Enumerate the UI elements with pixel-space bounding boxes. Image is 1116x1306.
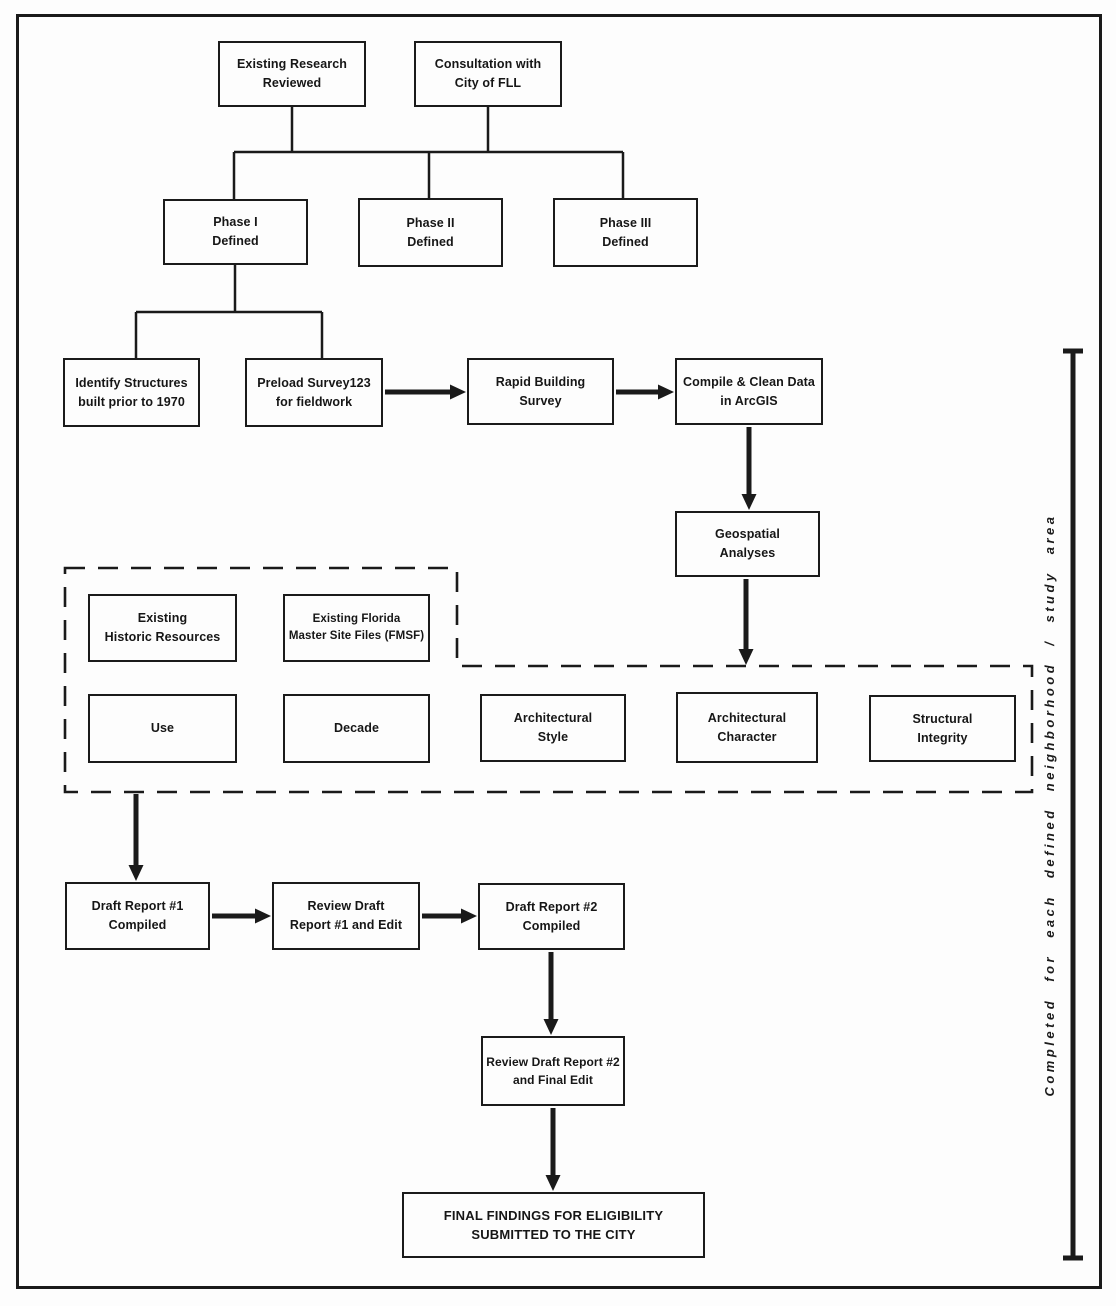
node-existing-historic-resources: Existing Historic Resources [88, 594, 237, 662]
node-rapid-building-survey: Rapid Building Survey [467, 358, 614, 425]
node-identify-structures: Identify Structures built prior to 1970 [63, 358, 200, 427]
node-architectural-style: Architectural Style [480, 694, 626, 762]
node-consultation-city-of-fll: Consultation with City of FLL [414, 41, 562, 107]
flow-arrows [128, 384, 757, 1191]
node-review-draft-report-2-final-edit: Review Draft Report #2 and Final Edit [481, 1036, 625, 1106]
node-preload-survey123: Preload Survey123 for fieldwork [245, 358, 383, 427]
node-existing-research-reviewed: Existing Research Reviewed [218, 41, 366, 107]
node-draft-report-1-compiled: Draft Report #1 Compiled [65, 882, 210, 950]
node-compile-clean-data-arcgis: Compile & Clean Data in ArcGIS [675, 358, 823, 425]
node-use: Use [88, 694, 237, 763]
node-phase-2-defined: Phase II Defined [358, 198, 503, 267]
scope-bracket [1063, 348, 1083, 1261]
node-phase-3-defined: Phase III Defined [553, 198, 698, 267]
node-existing-florida-master-site-files: Existing Florida Master Site Files (FMSF… [283, 594, 430, 662]
tree-connector-lines [134, 107, 625, 358]
node-draft-report-2-compiled: Draft Report #2 Compiled [478, 883, 625, 950]
evaluation-dashed-boundary [63, 566, 1034, 794]
node-decade: Decade [283, 694, 430, 763]
node-architectural-character: Architectural Character [676, 692, 818, 763]
node-geospatial-analyses: Geospatial Analyses [675, 511, 820, 577]
node-phase-1-defined: Phase I Defined [163, 199, 308, 265]
node-review-draft-report-1: Review Draft Report #1 and Edit [272, 882, 420, 950]
scope-bracket-label: Completed for each defined neighborhood … [1042, 513, 1057, 1097]
node-structural-integrity: Structural Integrity [869, 695, 1016, 762]
node-final-findings-submitted: FINAL FINDINGS FOR ELIGIBILITY SUBMITTED… [402, 1192, 705, 1258]
